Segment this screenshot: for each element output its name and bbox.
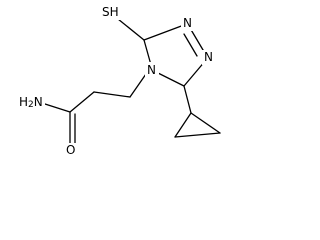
atom-n-ring: N bbox=[147, 63, 156, 77]
bond-ch2-carbonyl bbox=[69, 91, 95, 113]
bond-cyclopropyl-b bbox=[174, 132, 221, 138]
atom-o: O bbox=[66, 143, 75, 157]
atom-n-right: N bbox=[204, 50, 213, 64]
bond-n1-n2-double bbox=[183, 33, 198, 57]
bonds bbox=[44, 18, 221, 145]
bond-cyclopropyl-a bbox=[190, 112, 221, 134]
bond-c5-sh bbox=[117, 18, 145, 41]
structure-diagram: SH N N N H2N O bbox=[17, 4, 221, 158]
bond-c5-n1 bbox=[143, 24, 185, 41]
atom-n-top: N bbox=[183, 16, 192, 30]
bond-c3-cyclopropyl bbox=[183, 85, 192, 114]
bond-ch2-ch2 bbox=[93, 91, 131, 98]
bond-n4-ch2 bbox=[129, 73, 147, 98]
bond-carbonyl-nh2 bbox=[44, 103, 71, 113]
atom-labels: SH N N N H2N O bbox=[17, 4, 214, 158]
atom-sh: SH bbox=[102, 5, 119, 19]
atom-nh2: H2N bbox=[19, 95, 43, 110]
bond-cyclopropyl-c bbox=[174, 112, 192, 138]
bond-n4-c5 bbox=[143, 39, 152, 66]
bond-c3-n4 bbox=[157, 72, 185, 87]
